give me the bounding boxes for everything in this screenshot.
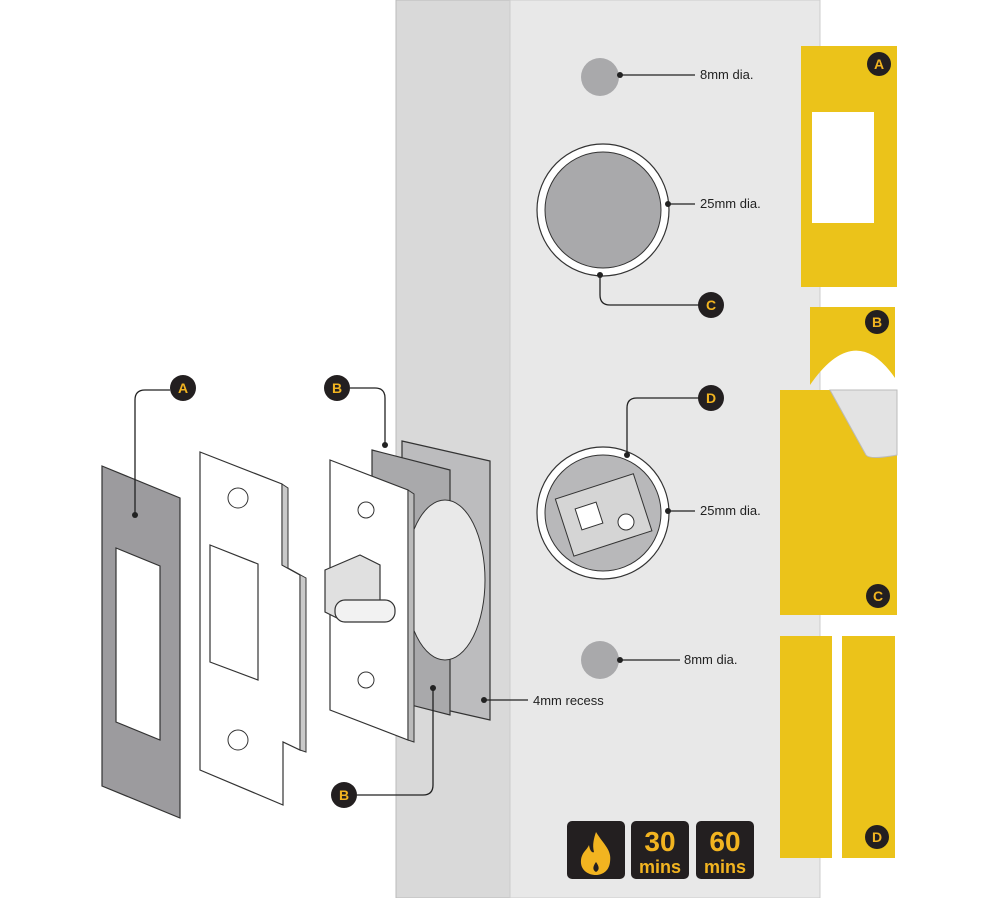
svg-text:mins: mins [704,857,746,877]
rating-60-mins: 60 mins [696,821,754,879]
door-edge [509,0,821,898]
tape-strip-b: B [810,307,895,385]
tape-strip-c: C [780,389,898,615]
top-hole-label: 8mm dia. [700,67,753,82]
svg-text:B: B [332,380,342,396]
svg-text:C: C [706,297,716,313]
latch-bore: 25mm dia. [536,397,761,580]
recess-label: 4mm recess [533,693,604,708]
fire-icon [580,832,611,875]
fire-badge [567,821,625,879]
svg-text:mins: mins [639,857,681,877]
callout-d-door: D [698,385,724,411]
strike-plate-a: A [101,375,196,819]
latch-assembly: B B 4mm recess [324,375,604,808]
tape-strip-a: A [801,46,897,287]
svg-text:B: B [872,314,882,330]
rating-30-mins: 30 mins [631,821,689,879]
upper-bore-label: 25mm dia. [700,196,761,211]
strike-plate [199,451,307,806]
svg-text:B: B [339,787,349,803]
svg-text:A: A [178,380,188,396]
latch-bore-label: 25mm dia. [700,503,761,518]
bottom-hole-label: 8mm dia. [684,652,737,667]
fire-rating-badges: 30 mins 60 mins [567,821,754,879]
bottom-hole: 8mm dia. [581,641,737,679]
svg-text:60: 60 [709,826,740,857]
svg-text:C: C [873,588,883,604]
callout-c-door: C [698,292,724,318]
svg-text:D: D [872,829,882,845]
svg-text:30: 30 [644,826,675,857]
svg-text:A: A [874,56,884,72]
upper-bore: 25mm dia. [536,143,761,306]
svg-text:D: D [706,390,716,406]
top-hole: 8mm dia. [581,58,753,96]
tape-strip-d: D [780,636,895,858]
